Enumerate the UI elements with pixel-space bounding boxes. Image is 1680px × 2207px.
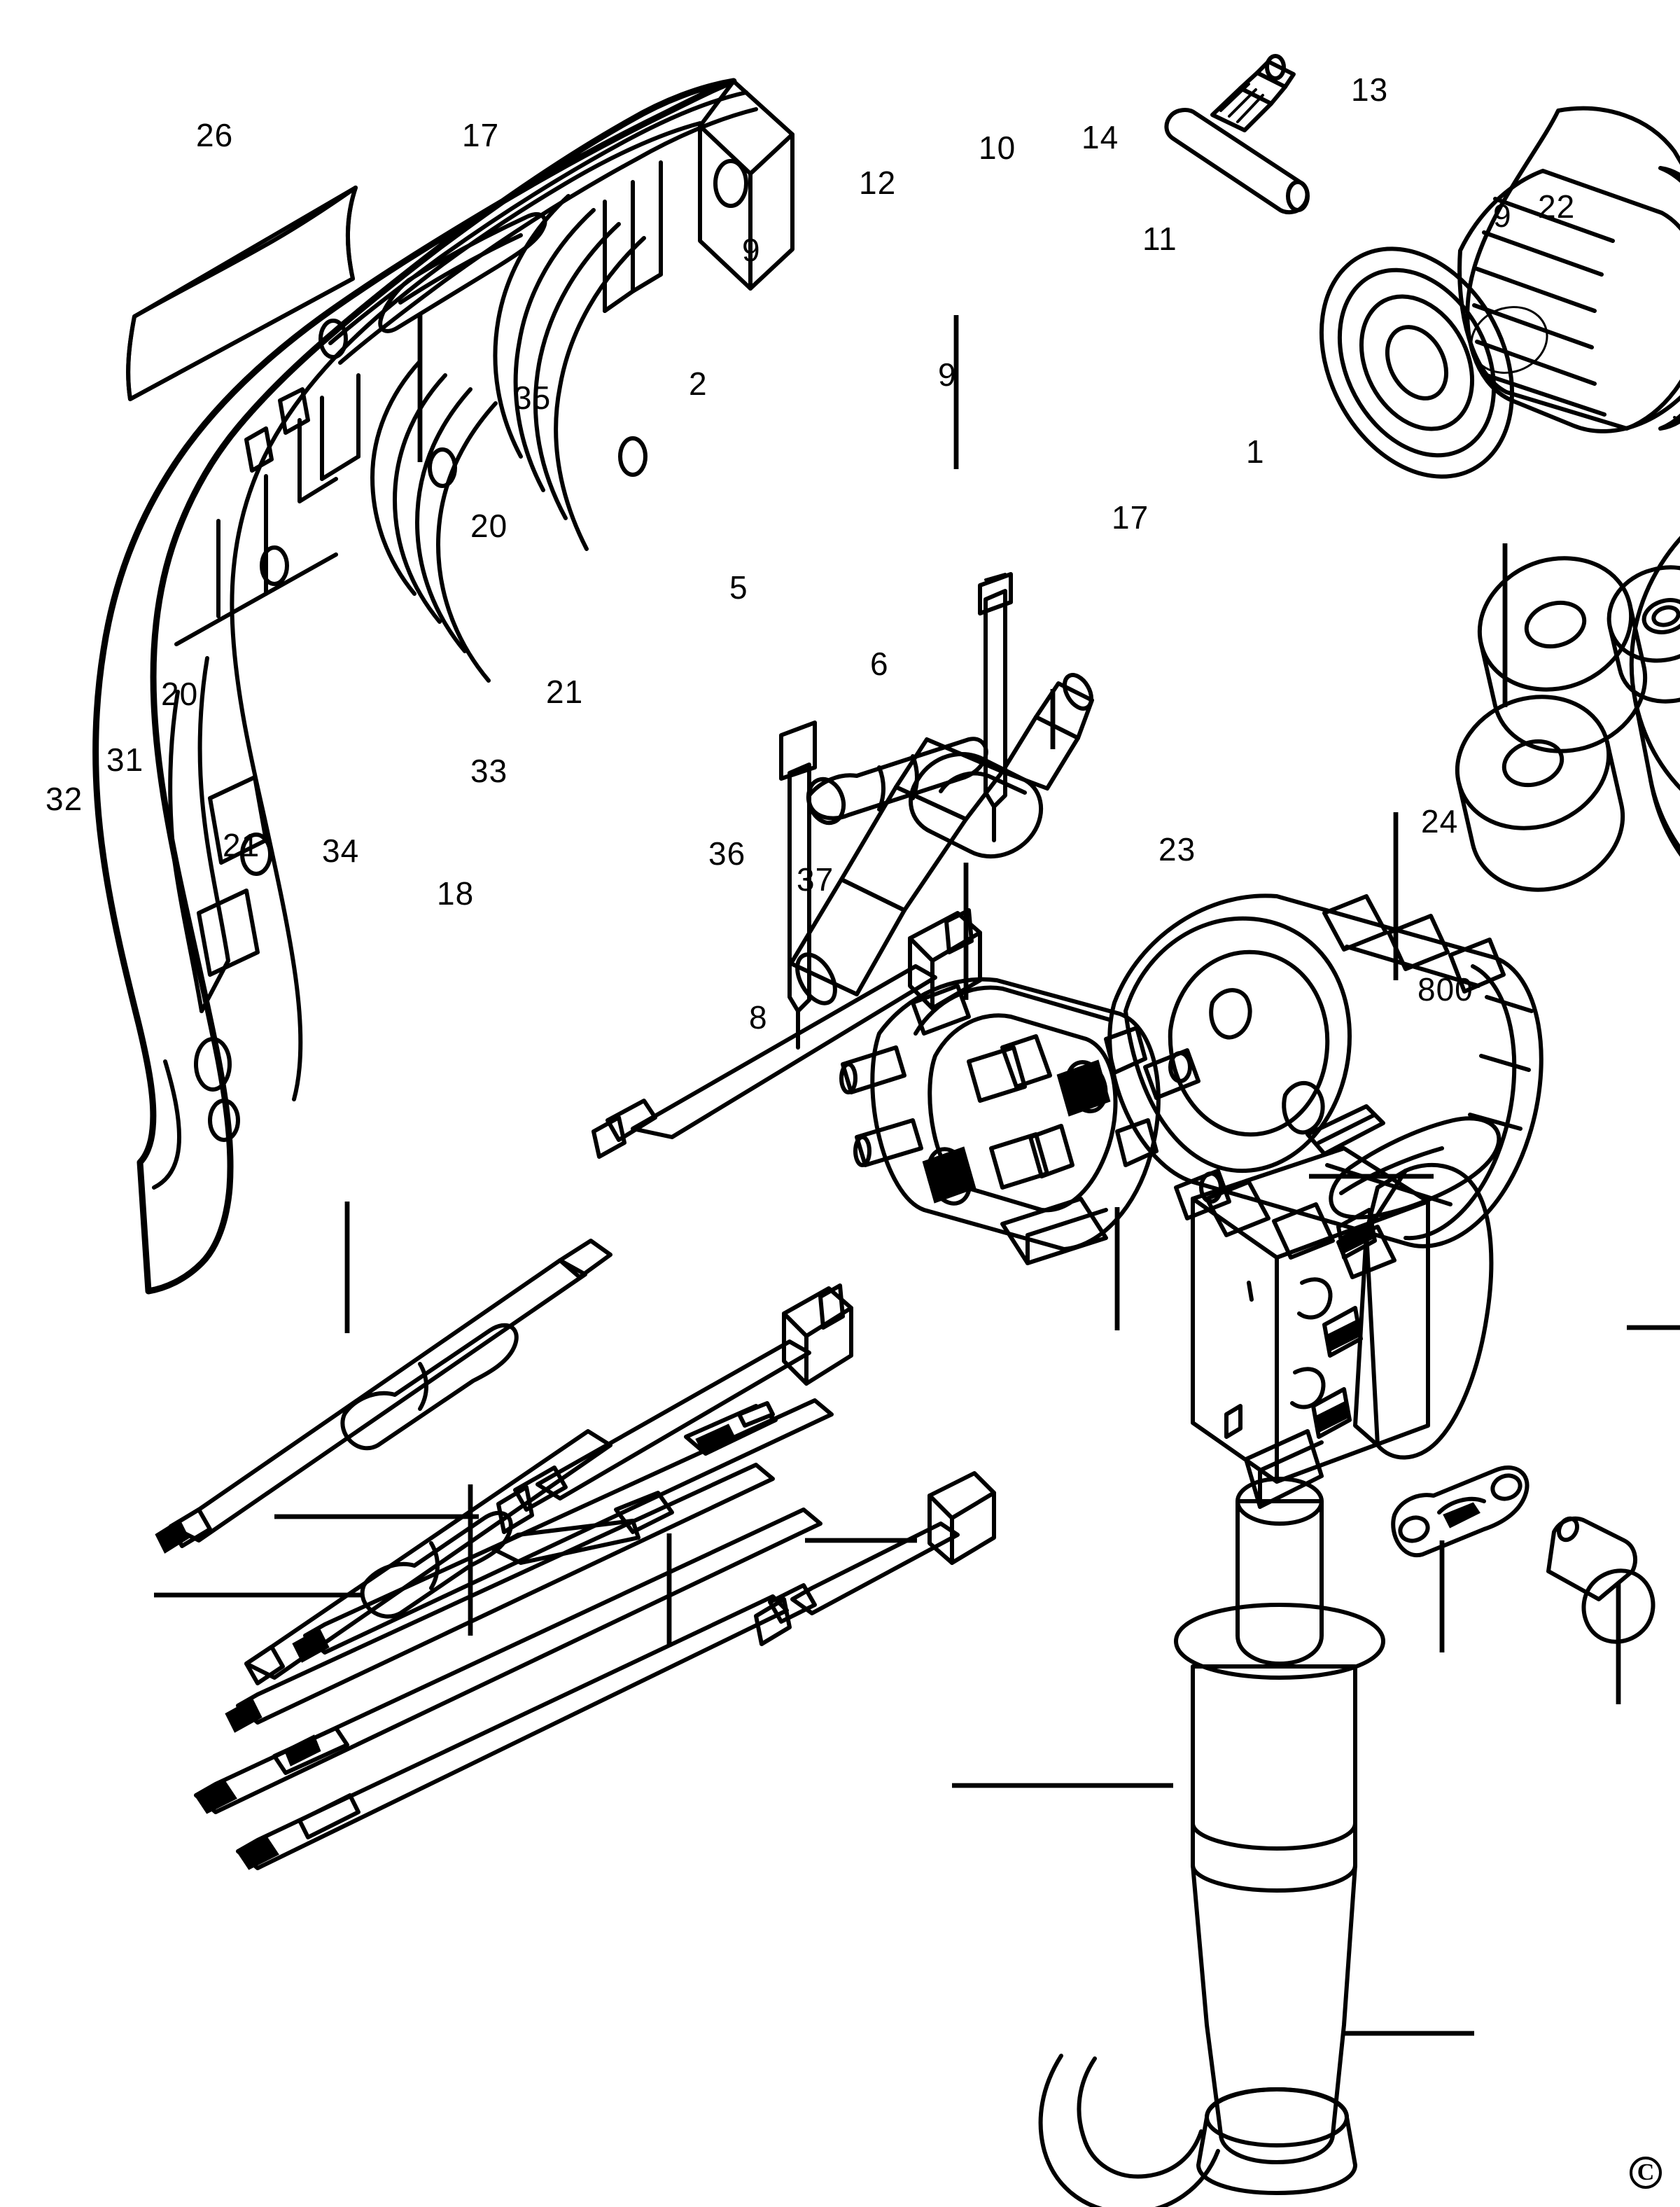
part-32-wire-lead [225, 1463, 775, 1733]
callout-32: 32 [46, 781, 83, 817]
callout-23: 23 [1158, 831, 1196, 868]
callout-22: 22 [1538, 188, 1576, 225]
callout-18: 18 [437, 875, 475, 912]
callout-21a: 21 [223, 827, 260, 863]
part-18-power-cord [1174, 1477, 1385, 2195]
callout-9b: 9 [1493, 197, 1512, 234]
callout-34: 34 [322, 833, 360, 869]
callout-17a: 17 [462, 117, 500, 153]
callout-2: 2 [689, 365, 708, 402]
part-20b-wire-lead [155, 1239, 612, 1554]
part-26-nameplate-label [126, 186, 358, 401]
callout-9c: 9 [938, 356, 957, 393]
part-22-oil-seal [1606, 565, 1680, 704]
part-9b-bearing [1470, 306, 1548, 374]
part-36-cord-clamp [1391, 1465, 1530, 1558]
part-6-trigger-switch [1191, 1104, 1502, 1509]
part-8-cord-protector [1038, 2054, 1220, 2207]
part-17-housing-half-left [92, 78, 794, 1295]
callout-20b: 20 [161, 676, 199, 712]
part-2-field-stator [1104, 893, 1544, 1279]
part-31-wire-lead [292, 1398, 834, 1663]
callout-17b: 17 [1112, 499, 1149, 536]
part-21b-wire-lead [496, 1283, 853, 1534]
part-5-brush-holder [839, 977, 1161, 1265]
callout-9a: 9 [742, 232, 761, 268]
callout-leader-lines [154, 315, 1680, 2036]
part-14-chuck-key [1164, 54, 1310, 214]
callout-26: 26 [196, 117, 234, 153]
callout-36: 36 [708, 835, 746, 872]
callout-24: 24 [1421, 803, 1459, 840]
part-9b-bearing-body [1477, 556, 1648, 753]
callout-12: 12 [859, 165, 897, 201]
callout-35: 35 [514, 380, 552, 416]
callout-6: 6 [870, 646, 889, 682]
part-21c-wire-lead [754, 1471, 996, 1646]
callout-10: 10 [979, 130, 1016, 166]
callout-31: 31 [106, 742, 144, 778]
callout-800: 800 [1418, 971, 1474, 1008]
part-33-wire-lead [194, 1508, 822, 1814]
part-9a-bearing [1455, 695, 1625, 892]
callout-20a: 20 [470, 508, 508, 544]
callout-21b: 21 [546, 674, 584, 710]
callout-8: 8 [749, 999, 768, 1036]
part-20a-wire-lead [592, 908, 982, 1159]
copyright-symbol: C [1630, 2157, 1662, 2189]
callout-5: 5 [729, 569, 748, 606]
part-13-chuck [1319, 106, 1680, 479]
callout-13: 13 [1351, 71, 1389, 108]
part-37-cord-clamp-screw [1546, 1516, 1656, 1644]
callout-14: 14 [1082, 119, 1119, 155]
callout-33: 33 [470, 753, 508, 789]
callout-1: 1 [1246, 433, 1265, 470]
callout-37: 37 [797, 861, 834, 898]
part-34-wire-lead [236, 1594, 789, 1870]
part-35-suppressor [779, 572, 1013, 1050]
callout-11: 11 [1142, 221, 1177, 257]
